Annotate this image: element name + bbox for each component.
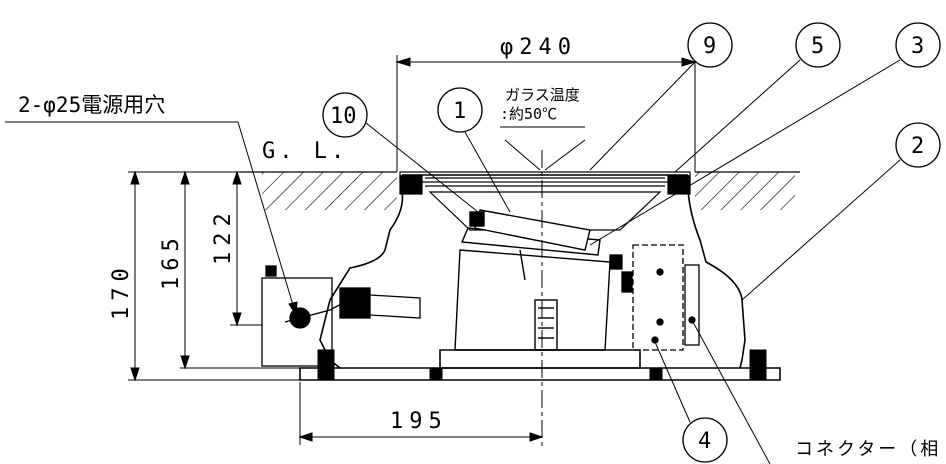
connector-label: コネクター（相 xyxy=(795,439,941,460)
glass-lens xyxy=(399,171,691,231)
glass-temp-leader xyxy=(500,126,586,171)
svg-text:2: 2 xyxy=(911,134,924,159)
svg-text:1: 1 xyxy=(453,99,466,124)
dimension-122-label: 122 xyxy=(211,207,236,265)
dimension-170-label: 170 xyxy=(109,262,134,320)
svg-text:4: 4 xyxy=(698,429,711,454)
glass-temp-line2: :約50℃ xyxy=(500,105,557,123)
svg-text:10: 10 xyxy=(330,104,357,129)
ground-hatching xyxy=(240,171,800,210)
balloon-3: 3 xyxy=(589,22,941,246)
dimension-195-label: 195 xyxy=(390,409,448,434)
mounting-bolts xyxy=(317,349,767,381)
housing-outline xyxy=(299,174,781,381)
junction-box xyxy=(261,265,421,367)
power-hole-label: 2-φ25電源用穴 xyxy=(18,93,165,117)
dimension-phi240 xyxy=(395,55,697,172)
balloon-9: 4 xyxy=(654,341,728,463)
connector-leader xyxy=(692,321,771,464)
glass-temp-line1: ガラス温度 xyxy=(505,86,580,104)
power-hole-leader xyxy=(5,121,298,317)
balloon-10: 10 xyxy=(322,92,479,213)
dimension-heights xyxy=(128,170,300,382)
lamp-assembly xyxy=(454,209,611,351)
connector-box xyxy=(609,244,700,351)
balloon-2: 2 xyxy=(741,122,941,301)
svg-text:9: 9 xyxy=(703,34,716,59)
dimension-195 xyxy=(298,382,544,445)
balloon-1: 1 xyxy=(437,87,511,213)
balloon-4: 5 xyxy=(674,22,841,173)
dimension-phi240-label: φ240 xyxy=(500,35,577,60)
svg-text:3: 3 xyxy=(911,34,924,59)
svg-text:5: 5 xyxy=(811,34,824,59)
balloon-5: 9 xyxy=(589,22,733,171)
ground-level-label: G. L. xyxy=(262,139,348,164)
dimension-165-label: 165 xyxy=(159,232,184,290)
